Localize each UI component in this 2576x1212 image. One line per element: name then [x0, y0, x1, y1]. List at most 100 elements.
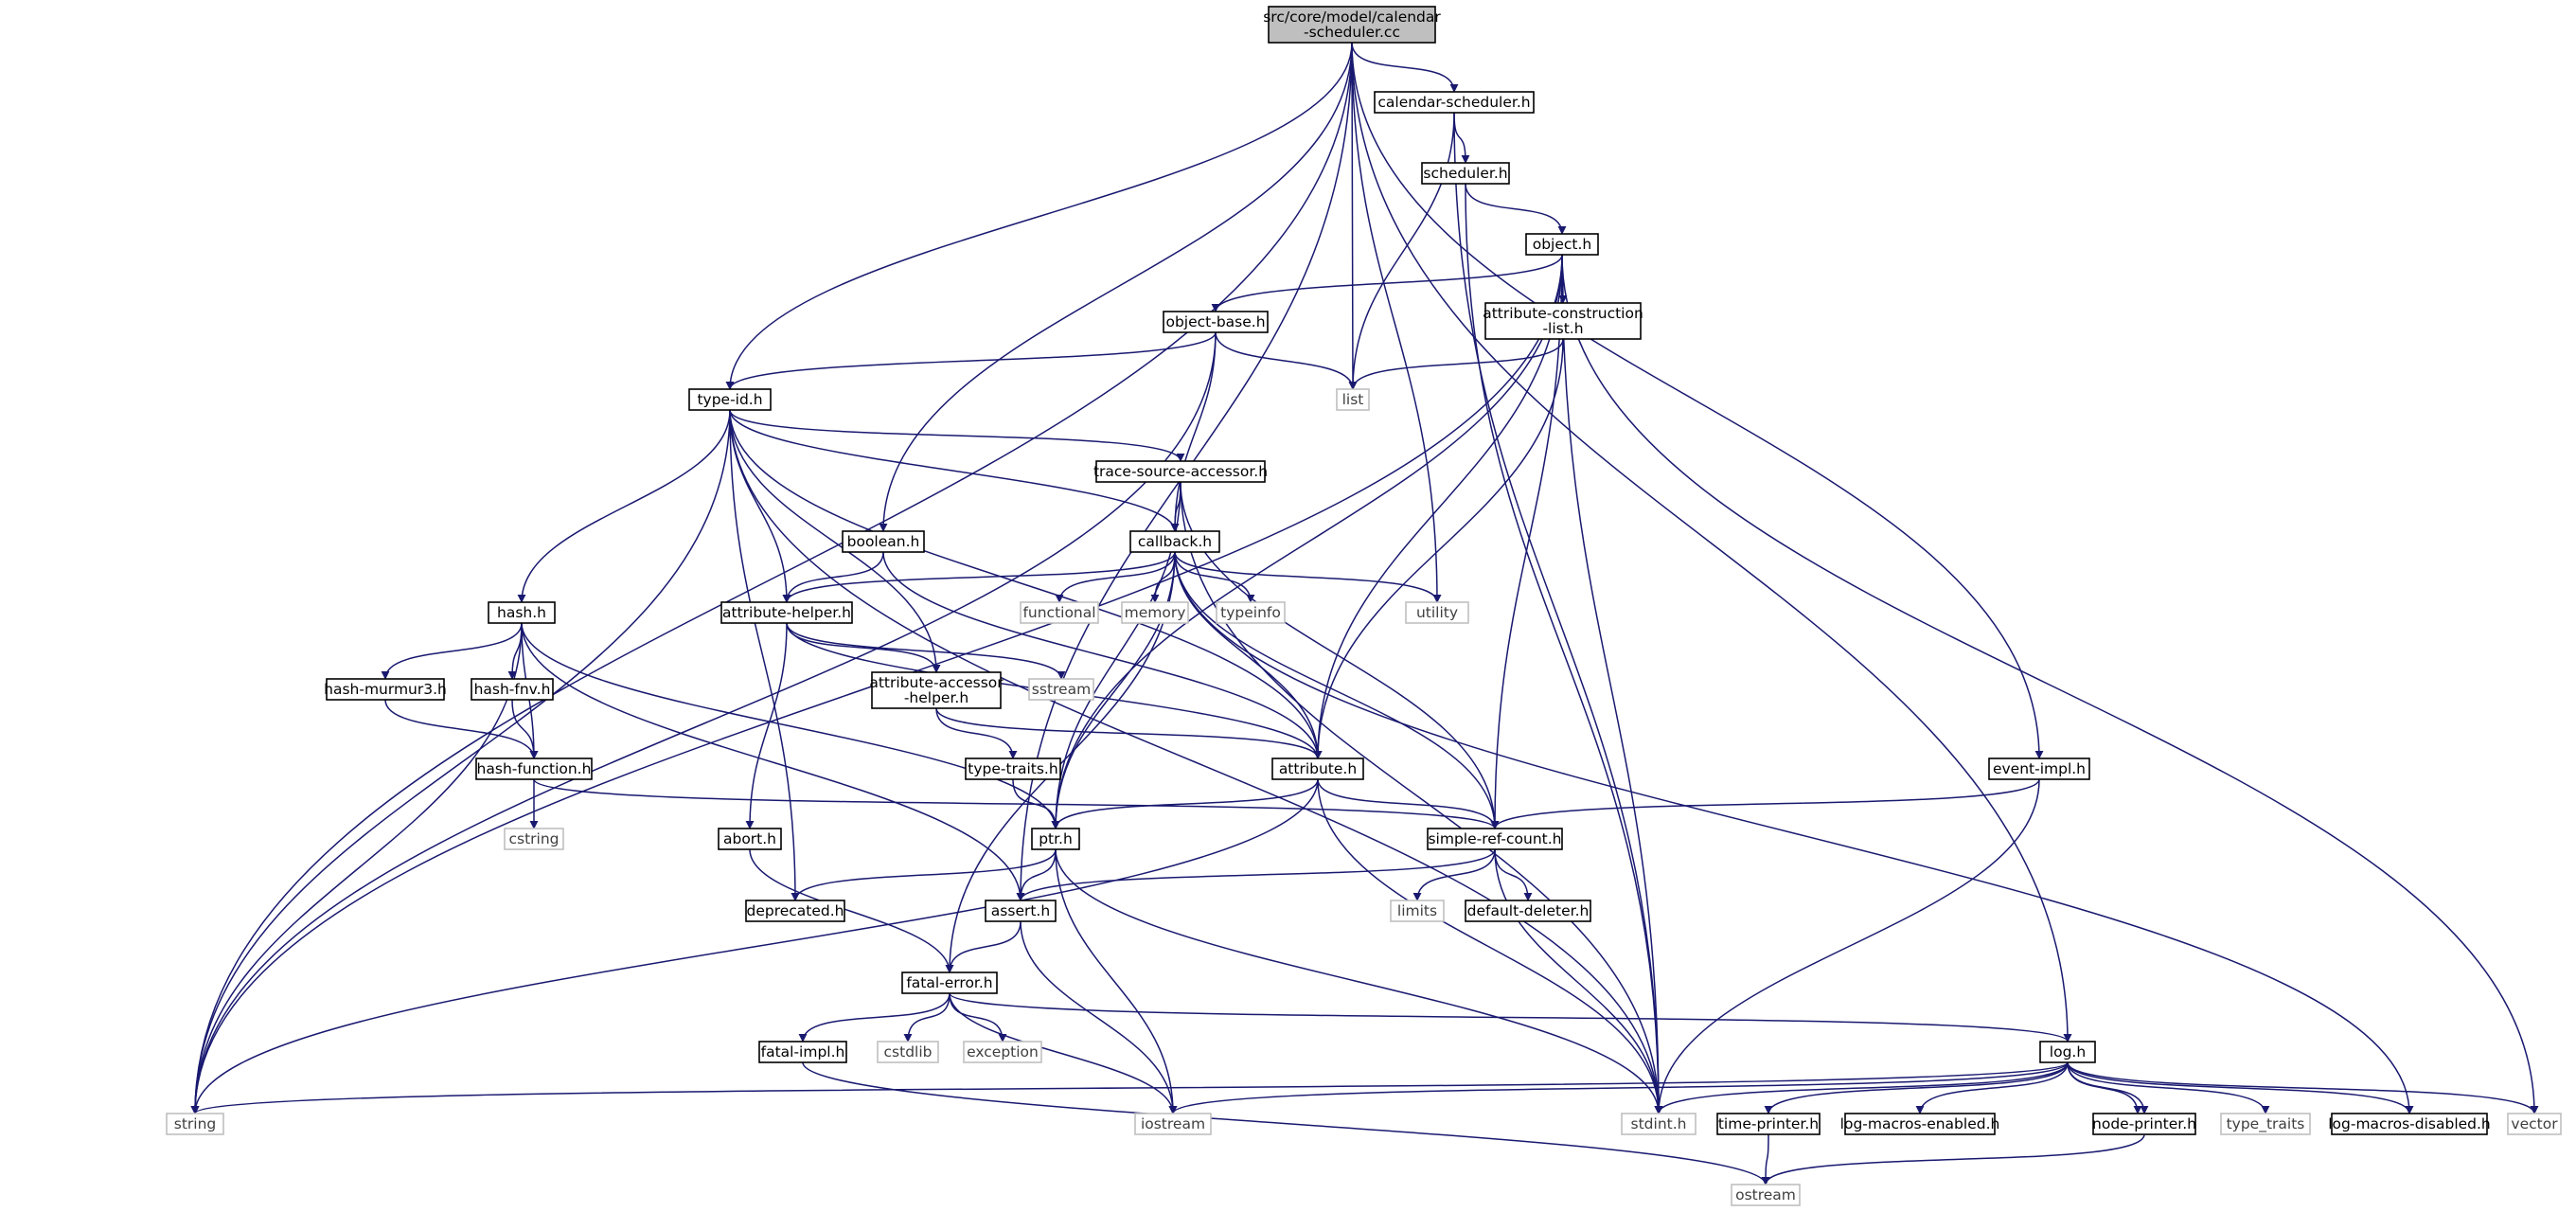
edge-attribute-accessor-helper-h-to-type-traits-h	[935, 707, 1018, 759]
node-log-macros-disabled-h[interactable]: log-macros-disabled.h	[2328, 1113, 2491, 1135]
node-log-macros-enabled-h[interactable]: log-macros-enabled.h	[1840, 1113, 2000, 1135]
edge-assert-h-to-iostream	[1020, 920, 1178, 1114]
edge-root-to-list	[1348, 42, 1358, 390]
node-label: deprecated.h	[746, 902, 844, 919]
edge-callback-h-to-attribute-helper-h	[782, 551, 1176, 603]
node-time-printer-h[interactable]: time-printer.h	[1716, 1113, 1821, 1135]
edge-callback-h-to-typeinfo	[1174, 551, 1255, 603]
node-label: callback.h	[1138, 533, 1212, 550]
edge-assert-h-to-fatal-error-h	[945, 920, 1022, 973]
node-label: calendar-scheduler.h	[1377, 94, 1530, 111]
node-callback-h[interactable]: callback.h	[1129, 530, 1220, 553]
node-deprecated-h[interactable]: deprecated.h	[745, 900, 845, 922]
node-sstream: sstream	[1028, 678, 1094, 701]
edge-type-id-h-to-callback-h	[729, 409, 1180, 532]
edge-trace-source-accessor-h-to-stdint-h	[1180, 481, 1663, 1114]
node-box	[1129, 530, 1220, 553]
node-label: functional	[1022, 604, 1095, 621]
node-label: string	[174, 1115, 217, 1132]
edge-type-id-h-to-hash-h	[517, 409, 731, 603]
node-object-base-h[interactable]: object-base.h	[1163, 311, 1269, 333]
node-box	[758, 1041, 847, 1063]
node-label: attribute-accessor	[869, 674, 1004, 691]
node-hash-h[interactable]: hash.h	[488, 601, 556, 624]
node-label: typeinfo	[1220, 604, 1281, 621]
edge-log-h-to-string	[190, 1061, 2069, 1114]
edge-fatal-error-h-to-log-h	[949, 992, 2072, 1043]
node-simple-ref-count-h[interactable]: simple-ref-count.h	[1427, 828, 1563, 850]
node-ptr-h[interactable]: ptr.h	[1031, 828, 1080, 850]
node-functional: functional	[1020, 601, 1099, 624]
node-box	[985, 900, 1057, 922]
node-label: assert.h	[991, 902, 1050, 919]
node-label: trace-source-accessor.h	[1093, 463, 1268, 480]
node-root[interactable]: src/core/model/calendar-scheduler.cc	[1263, 6, 1441, 44]
node-fatal-error-h[interactable]: fatal-error.h	[901, 971, 998, 994]
node-box	[1028, 678, 1094, 701]
node-attribute-h[interactable]: attribute.h	[1271, 758, 1364, 780]
node-fatal-impl-h[interactable]: fatal-impl.h	[758, 1041, 847, 1063]
node-box	[1216, 601, 1286, 624]
node-type-id-h[interactable]: type-id.h	[688, 388, 772, 411]
edge-attribute-helper-h-to-abort-h	[745, 622, 788, 829]
node-boolean-h[interactable]: boolean.h	[842, 530, 925, 553]
node-hash-murmur3-h[interactable]: hash-murmur3.h	[324, 678, 447, 701]
edge-callback-h-to-attribute-h	[1174, 551, 1323, 759]
node-box	[1421, 162, 1510, 185]
node-trace-source-accessor-h[interactable]: trace-source-accessor.h	[1093, 460, 1268, 483]
edge-log-h-to-stdint-h	[1654, 1061, 2069, 1114]
node-exception: exception	[963, 1041, 1042, 1063]
node-box	[1427, 828, 1563, 850]
node-box	[1405, 601, 1469, 624]
node-label: -scheduler.cc	[1304, 24, 1400, 41]
node-label: type-id.h	[697, 391, 762, 408]
edge-hash-h-to-ptr-h	[521, 622, 1060, 829]
node-type-traits-h[interactable]: type-traits.h	[965, 758, 1061, 780]
node-label: object.h	[1533, 236, 1592, 253]
node-abort-h[interactable]: abort.h	[718, 828, 782, 850]
node-attribute-helper-h[interactable]: attribute-helper.h	[720, 601, 853, 624]
node-attribute-construction-list-h[interactable]: attribute-construction-list.h	[1483, 302, 1643, 340]
node-hash-function-h[interactable]: hash-function.h	[475, 758, 593, 780]
node-typeinfo: typeinfo	[1216, 601, 1286, 624]
node-string: string	[166, 1113, 224, 1135]
node-scheduler-h[interactable]: scheduler.h	[1421, 162, 1510, 185]
node-log-h[interactable]: log.h	[2039, 1041, 2096, 1063]
node-label: sstream	[1032, 681, 1091, 698]
edge-type-id-h-to-trace-source-accessor-h	[729, 409, 1185, 462]
node-hash-fnv-h[interactable]: hash-fnv.h	[471, 678, 554, 701]
node-assert-h[interactable]: assert.h	[985, 900, 1057, 922]
edge-root-to-event-impl-h	[1351, 42, 2044, 759]
node-object-h[interactable]: object.h	[1525, 233, 1599, 256]
node-box	[688, 388, 772, 411]
edge-type-id-h-to-string	[190, 409, 731, 1114]
node-label: vector	[2511, 1115, 2558, 1132]
node-attribute-accessor-helper-h[interactable]: attribute-accessor-helper.h	[869, 671, 1004, 709]
edge-callback-h-to-log-macros-disabled-h	[1174, 551, 2414, 1114]
node-stdint-h: stdint.h	[1621, 1113, 1697, 1135]
edge-callback-h-to-fatal-error-h	[945, 551, 1176, 973]
edge-event-impl-h-to-stdint-h	[1654, 778, 2040, 1114]
node-box	[1716, 1113, 1821, 1135]
node-label: cstring	[508, 830, 559, 847]
node-list: list	[1336, 388, 1370, 411]
edge-attribute-h-to-stdint-h	[1317, 778, 1663, 1114]
edge-scheduler-h-to-stdint-h	[1465, 183, 1663, 1114]
node-box	[2331, 1113, 2488, 1135]
edge-attribute-construction-list-h-to-attribute-h	[1313, 338, 1564, 759]
node-label: src/core/model/calendar	[1263, 9, 1441, 26]
node-node-printer-h[interactable]: node-printer.h	[2092, 1113, 2196, 1135]
node-box	[504, 828, 564, 850]
node-calendar-scheduler-h[interactable]: calendar-scheduler.h	[1374, 91, 1535, 114]
node-label: list	[1342, 391, 1364, 408]
node-event-impl-h[interactable]: event-impl.h	[1988, 758, 2090, 780]
edge-root-to-boolean-h	[879, 42, 1353, 532]
node-label: limits	[1397, 902, 1437, 919]
edge-fatal-error-h-to-cstdlib	[903, 992, 950, 1043]
node-label: log-macros-enabled.h	[1840, 1115, 2000, 1132]
edge-simple-ref-count-h-to-stdint-h	[1494, 848, 1663, 1114]
edge-log-h-to-node-printer-h	[2067, 1061, 2149, 1114]
node-ostream: ostream	[1731, 1184, 1801, 1206]
node-default-deleter-h[interactable]: default-deleter.h	[1465, 900, 1591, 922]
